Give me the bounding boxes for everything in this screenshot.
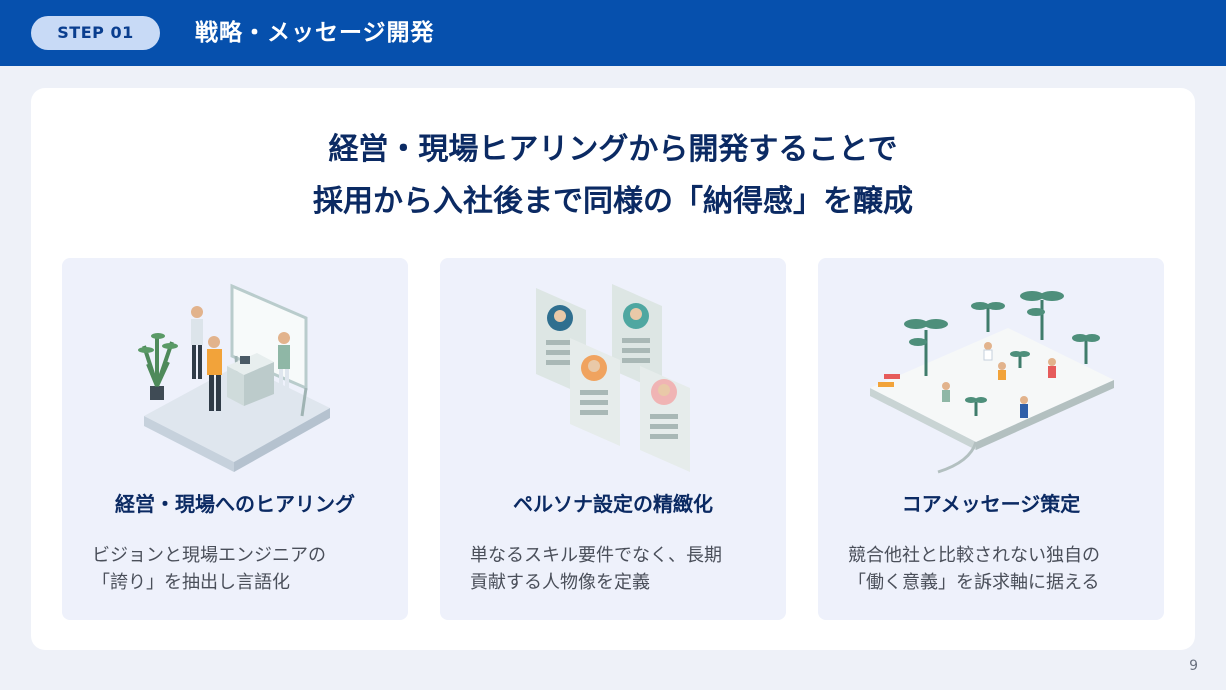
open-book-sprouts-illustration bbox=[870, 291, 1114, 474]
feature-desc-line: 競合他社と比較されない独自の bbox=[848, 545, 1100, 566]
headline-line-1: 経営・現場ヒアリングから開発することで bbox=[328, 132, 898, 167]
feature-card-hearing: 経営・現場へのヒアリング ビジョンと現場エンジニアの 「誇り」を抽出し言語化 bbox=[62, 258, 408, 620]
header-bar: STEP 01 戦略・メッセージ開発 bbox=[0, 0, 1226, 66]
headline: 経営・現場ヒアリングから開発することで 採用から入社後まで同様の「納得感」を醸成 bbox=[31, 124, 1195, 228]
meeting-illustration bbox=[138, 283, 330, 472]
step-badge: STEP 01 bbox=[31, 16, 160, 50]
page-number: 9 bbox=[1189, 658, 1198, 674]
persona-cards-illustration bbox=[536, 284, 690, 472]
feature-description: ビジョンと現場エンジニアの 「誇り」を抽出し言語化 bbox=[92, 542, 392, 596]
feature-desc-line: 単なるスキル要件でなく、長期 bbox=[470, 545, 722, 566]
feature-title: 経営・現場へのヒアリング bbox=[115, 492, 355, 516]
feature-title: ペルソナ設定の精緻化 bbox=[513, 492, 713, 516]
feature-desc-line: 貢献する人物像を定義 bbox=[470, 572, 650, 593]
feature-card-persona: ペルソナ設定の精緻化 単なるスキル要件でなく、長期 貢献する人物像を定義 bbox=[440, 258, 786, 620]
feature-desc-line: 「誇り」を抽出し言語化 bbox=[92, 572, 290, 593]
feature-desc-line: 「働く意義」を訴求軸に据える bbox=[848, 572, 1100, 593]
feature-desc-line: ビジョンと現場エンジニアの bbox=[92, 545, 326, 566]
feature-description: 競合他社と比較されない独自の 「働く意義」を訴求軸に据える bbox=[848, 542, 1148, 596]
feature-description: 単なるスキル要件でなく、長期 貢献する人物像を定義 bbox=[470, 542, 770, 596]
page-title: 戦略・メッセージ開発 bbox=[195, 20, 435, 46]
headline-line-2: 採用から入社後まで同様の「納得感」を醸成 bbox=[313, 184, 913, 219]
feature-card-core-message: コアメッセージ策定 競合他社と比較されない独自の 「働く意義」を訴求軸に据える bbox=[818, 258, 1164, 620]
content-card: 経営・現場ヒアリングから開発することで 採用から入社後まで同様の「納得感」を醸成 bbox=[31, 88, 1195, 650]
feature-title: コアメッセージ策定 bbox=[901, 492, 1081, 516]
